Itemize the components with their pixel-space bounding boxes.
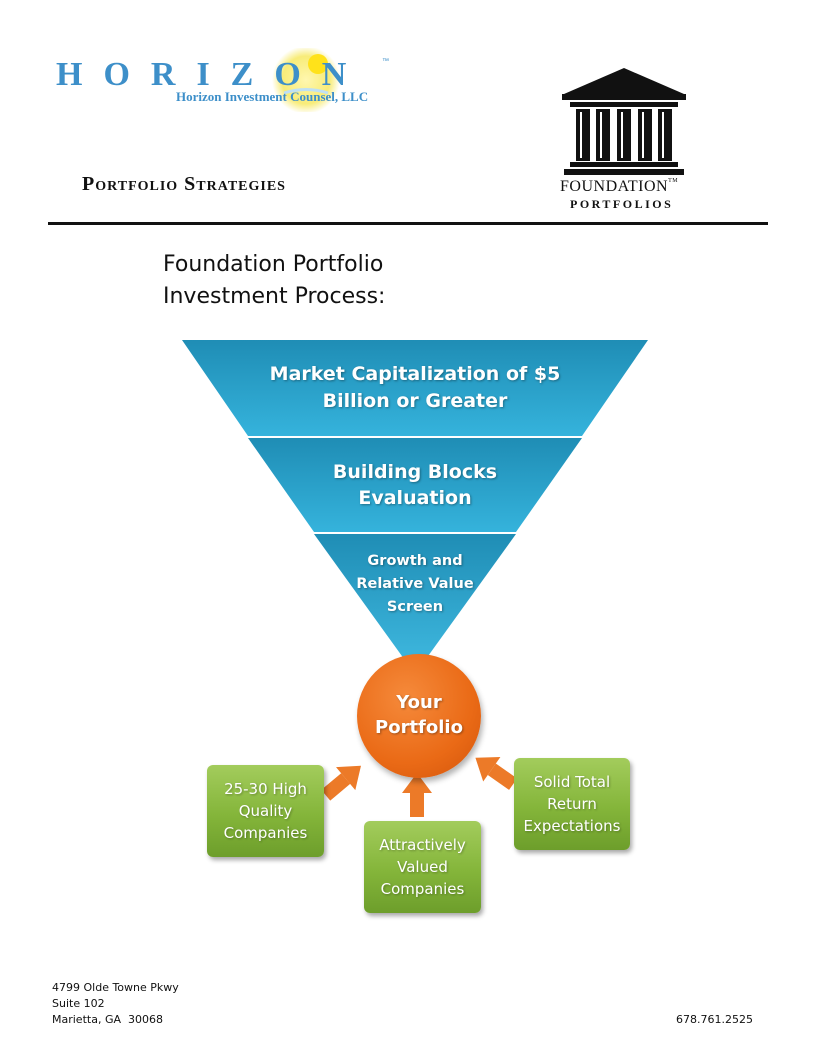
address-line: Suite 102 bbox=[52, 997, 105, 1010]
portfolio-circle bbox=[357, 654, 481, 778]
foundation-wordmark-sub: PORTFOLIOS bbox=[570, 197, 674, 211]
address-line: Marietta, GA 30068 bbox=[52, 1013, 163, 1026]
address-block: 4799 Olde Towne Pkwy Suite 102 Marietta,… bbox=[52, 980, 179, 1028]
funnel-tier-2-label: Building Blocks Evaluation bbox=[332, 461, 498, 509]
arrow-up-left-icon bbox=[475, 756, 518, 790]
input-arrows bbox=[321, 756, 518, 817]
funnel-tier-1-label: Market Capitalization of $5 Billion or G… bbox=[269, 363, 561, 412]
sun-icon bbox=[272, 48, 340, 112]
arrow-up-right-icon bbox=[321, 765, 361, 801]
page-title-line: Foundation Portfolio bbox=[163, 252, 384, 277]
input-box-high-quality: 25-30 High Quality Companies bbox=[207, 765, 324, 857]
funnel-tier-1 bbox=[182, 340, 648, 436]
funnel-diagram bbox=[182, 340, 648, 670]
foundation-wordmark: FOUNDATIONTM bbox=[560, 178, 679, 195]
input-box-total-return: Solid Total Return Expectations bbox=[514, 758, 630, 850]
horizon-logo: HORIZON ™ Horizon Investment Counsel, LL… bbox=[56, 48, 396, 112]
page-title: Foundation Portfolio Investment Process: bbox=[163, 249, 385, 313]
portfolio-label: Your Portfolio bbox=[375, 692, 463, 738]
address-line: 4799 Olde Towne Pkwy bbox=[52, 981, 179, 994]
temple-icon bbox=[562, 68, 686, 175]
funnel-tier-3 bbox=[314, 534, 516, 670]
input-box-attractively-valued: Attractively Valued Companies bbox=[364, 821, 481, 913]
phone-number: 678.761.2525 bbox=[676, 1013, 753, 1026]
horizon-wordmark: HORIZON bbox=[56, 56, 368, 93]
horizon-tagline: Horizon Investment Counsel, LLC bbox=[176, 89, 369, 104]
funnel-tier-2 bbox=[248, 438, 582, 532]
funnel-tier-3-label: Growth and Relative Value Screen bbox=[356, 553, 474, 615]
page-title-line: Investment Process: bbox=[163, 284, 386, 309]
header-divider bbox=[48, 222, 768, 225]
arrow-up-icon bbox=[402, 773, 432, 817]
section-heading: Portfolio Strategies bbox=[82, 173, 286, 195]
trademark-mark: TM bbox=[668, 178, 679, 184]
foundation-logo: FOUNDATIONTM PORTFOLIOS bbox=[556, 66, 692, 216]
trademark-mark: ™ bbox=[382, 58, 389, 65]
